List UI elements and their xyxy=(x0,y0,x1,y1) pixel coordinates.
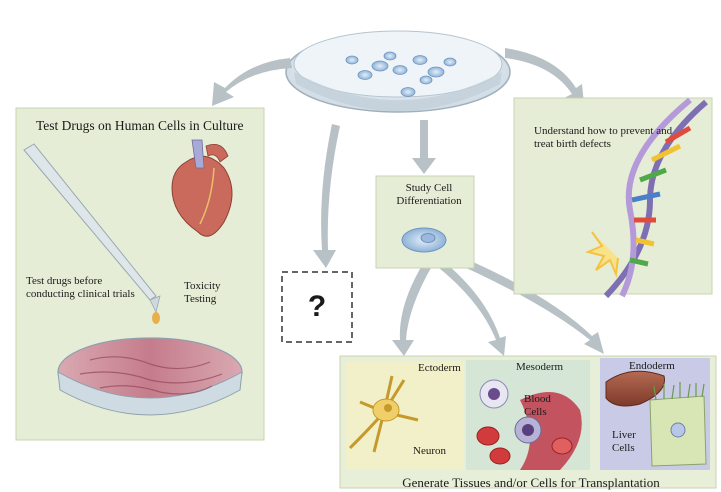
mesoderm-label: Mesoderm xyxy=(516,361,563,374)
ectoderm-label: Ectoderm xyxy=(418,362,461,375)
test-drugs-label: Test drugs before conducting clinical tr… xyxy=(26,275,136,300)
drug-testing-title: Test Drugs on Human Cells in Culture xyxy=(36,118,244,134)
liver-cells-label: Liver Cells xyxy=(612,429,652,454)
toxicity-testing-label: Toxicity Testing xyxy=(184,280,254,305)
tissues-caption: Generate Tissues and/or Cells for Transp… xyxy=(342,476,720,491)
blood-cells-label: Blood Cells xyxy=(524,393,564,418)
study-differentiation-label: Study Cell Differentiation xyxy=(384,182,474,207)
question-mark-label: ? xyxy=(282,272,352,342)
petri-dish-top xyxy=(286,31,510,112)
stem-cell-icon xyxy=(402,228,446,252)
birth-defects-label: Understand how to prevent and treat birt… xyxy=(534,125,684,150)
neuron-label: Neuron xyxy=(413,445,446,458)
endoderm-label: Endoderm xyxy=(629,360,675,373)
